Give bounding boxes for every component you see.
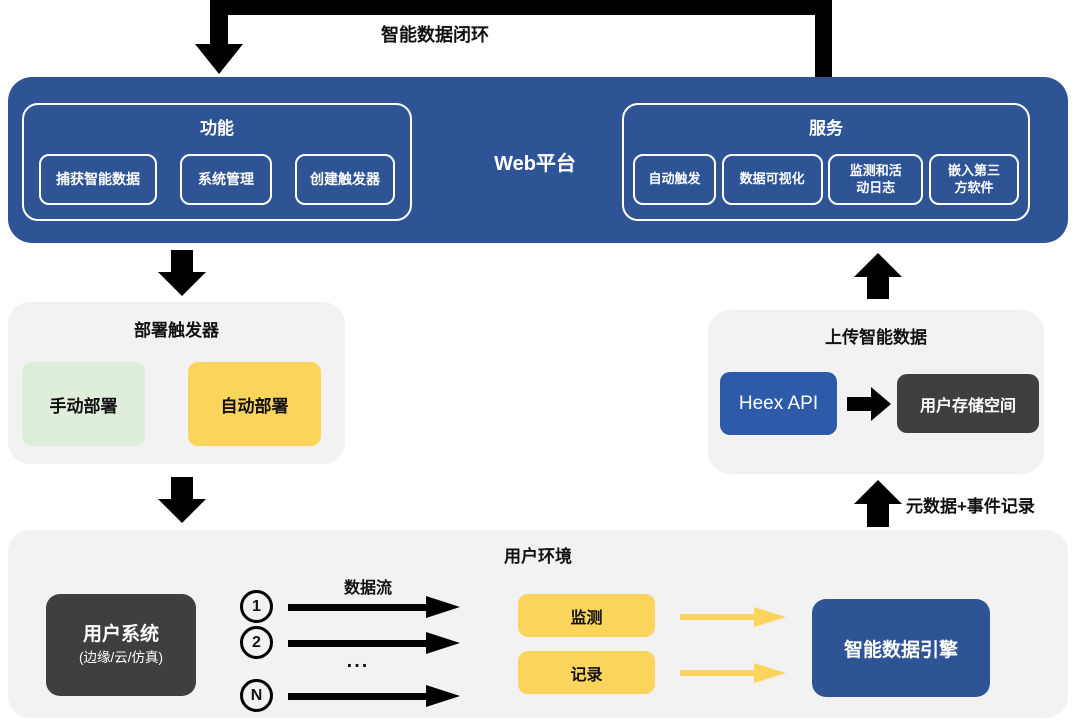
right-arrow-icon: [847, 387, 891, 421]
platform-title: Web平台: [494, 153, 576, 175]
node-user-storage: 用户存储空间: [897, 374, 1039, 433]
data-stream-label: 数据流: [343, 580, 392, 597]
loop-arrowhead-icon: [195, 44, 243, 74]
functions-row: 捕获智能数据 系统管理 创建触发器: [24, 154, 410, 205]
node-embed-third-party: 嵌入第三 方软件: [928, 154, 1019, 205]
stream-marker-n: N: [240, 679, 273, 712]
node-manual-deploy: 手动部署: [22, 362, 145, 446]
services-row: 自动触发 数据可视化 监测和活 动日志 嵌入第三 方软件: [624, 154, 1028, 205]
user-environment-panel: 用户环境 用户系统 (边缘/云/仿真) 数据流 1 2 ... N 监测 记录 …: [8, 530, 1068, 718]
node-record: 记录: [518, 651, 655, 694]
stream-arrow-icon: [288, 596, 460, 618]
node-smart-data-engine: 智能数据引擎: [812, 599, 990, 697]
up-arrow-icon: [854, 480, 902, 527]
services-group: 服务 自动触发 数据可视化 监测和活 动日志 嵌入第三 方软件: [622, 103, 1030, 221]
user-system-subtitle: (边缘/云/仿真): [79, 649, 163, 665]
loop-left-bar: [210, 0, 228, 46]
node-auto-trigger: 自动触发: [633, 154, 716, 205]
down-arrow-icon: [158, 250, 206, 296]
deploy-panel-title: 部署触发器: [134, 321, 219, 340]
node-system-management: 系统管理: [180, 154, 272, 205]
functions-group: 功能 捕获智能数据 系统管理 创建触发器: [22, 103, 412, 221]
loop-label: 智能数据闭环: [381, 25, 489, 45]
upload-smart-data-panel: 上传智能数据 Heex API 用户存储空间: [708, 310, 1044, 474]
stream-arrow-icon: [288, 632, 460, 654]
loop-right-bar: [815, 0, 832, 78]
metadata-events-label: 元数据+事件记录: [906, 497, 1035, 516]
down-arrow-icon: [158, 477, 206, 523]
stream-arrow-icon: [288, 685, 460, 707]
deploy-triggers-panel: 部署触发器 手动部署 自动部署: [8, 302, 345, 464]
environment-panel-title: 用户环境: [504, 547, 572, 566]
node-monitoring-activity-log: 监测和活 动日志: [828, 154, 924, 205]
services-title: 服务: [809, 119, 843, 138]
node-user-system: 用户系统 (边缘/云/仿真): [46, 594, 196, 696]
node-create-trigger: 创建触发器: [295, 154, 395, 205]
functions-title: 功能: [200, 119, 234, 138]
yellow-arrow-icon: [680, 607, 786, 627]
stream-marker-2: 2: [240, 626, 273, 659]
up-arrow-icon: [854, 253, 902, 299]
stream-marker-1: 1: [240, 590, 273, 623]
node-heex-api: Heex API: [720, 372, 837, 435]
upload-panel-title: 上传智能数据: [825, 328, 927, 347]
user-system-title: 用户系统: [82, 624, 159, 646]
yellow-arrow-icon: [680, 663, 786, 683]
node-capture-smart-data: 捕获智能数据: [39, 154, 157, 205]
node-monitor: 监测: [518, 594, 655, 637]
node-auto-deploy: 自动部署: [188, 362, 321, 446]
stream-ellipsis: ...: [346, 650, 370, 672]
web-platform-box: 功能 捕获智能数据 系统管理 创建触发器 Web平台 服务 自动触发 数据可视化…: [8, 77, 1068, 243]
loop-top-bar: [210, 0, 832, 15]
node-data-visualization: 数据可视化: [721, 154, 823, 205]
